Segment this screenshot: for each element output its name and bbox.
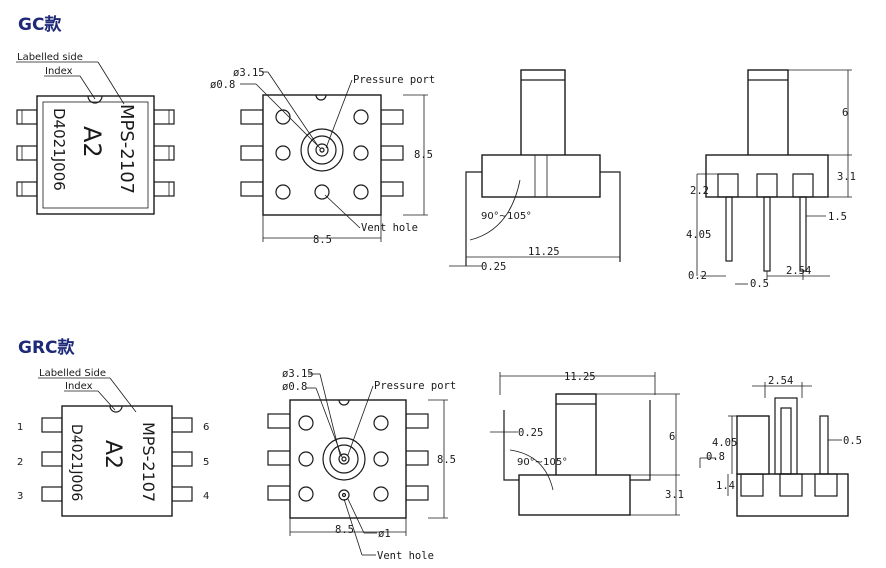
grc-end-body-dim: 1.4 — [716, 480, 735, 492]
grc-labelled-side-label: Labelled Side — [39, 368, 106, 379]
grc-vent-hole-label: Vent hole — [377, 550, 434, 562]
grc-pressure-port-label: Pressure port — [374, 380, 456, 392]
grc-angle-label: 90°~105° — [517, 457, 567, 468]
grc-lead-tip-dim: 0.8 — [706, 451, 725, 463]
gc-labelled-side-label: Labelled side — [17, 52, 83, 63]
gc-end-height-dim: 6 — [842, 107, 848, 119]
gc-lead-tip-dim: 0.2 — [688, 270, 707, 282]
gc-index-label: Index — [45, 66, 73, 77]
gc-vent-hole-label: Vent hole — [361, 222, 418, 234]
grc-end-view: 2.54 4.05 0.8 1.4 0.5 — [699, 375, 862, 517]
gc-end-view: 6 3.1 2.2 4.05 0.2 0.5 2.54 1.5 — [686, 69, 856, 290]
gc-pitch-dim: 2.54 — [786, 265, 811, 277]
grc-dia-outer-label: ø3.15 — [282, 368, 314, 380]
grc-side-view: 11.25 0.25 90°~105° 6 3.1 — [490, 371, 684, 516]
gc-pressure-port-label: Pressure port — [353, 74, 435, 86]
section-title-gc: GC款 — [18, 15, 62, 35]
grc-pin-6: 6 — [203, 422, 209, 433]
grc-marking-code: D4021J006 — [68, 424, 84, 501]
gc-port-view: ø3.15 ø0.8 Pressure port Vent hole 8.5 8… — [210, 67, 435, 246]
grc-pin-2: 2 — [17, 457, 23, 468]
section-title-grc: GRC款 — [18, 338, 75, 358]
grc-pin-5: 5 — [203, 457, 209, 468]
gc-lead-ext-dim: 1.5 — [828, 211, 847, 223]
grc-thickness-dim: 0.25 — [518, 427, 543, 439]
grc-lead-len-dim: 4.05 — [712, 437, 737, 449]
gc-angle-label: 90°~105° — [481, 211, 531, 222]
grc-pin-3: 3 — [17, 491, 23, 502]
grc-lead-width-dim: 0.5 — [843, 435, 862, 447]
grc-pin-1: 1 — [17, 422, 23, 433]
grc-marking-grade: A2 — [100, 440, 125, 469]
gc-height-dim: 8.5 — [414, 149, 433, 161]
grc-port-view: ø3.15 ø0.8 Pressure port ø1 Vent hole 8.… — [267, 368, 456, 562]
gc-lead-width-dim: 0.5 — [750, 278, 769, 290]
gc-width-dim: 8.5 — [313, 234, 332, 246]
grc-side-body-dim: 3.1 — [665, 489, 684, 501]
gc-thickness-dim: 0.25 — [481, 261, 506, 273]
gc-marking-code: D4021J006 — [50, 108, 68, 191]
grc-marking-model: MPS-2107 — [139, 422, 158, 502]
gc-dia-inner-label: ø0.8 — [210, 79, 235, 91]
grc-index-label: Index — [65, 381, 93, 392]
gc-length-dim: 11.25 — [528, 246, 560, 258]
gc-dia-outer-label: ø3.15 — [233, 67, 265, 79]
gc-marking-grade: A2 — [78, 126, 106, 158]
grc-vent-dia-label: ø1 — [378, 528, 391, 540]
grc-height-dim: 8.5 — [437, 454, 456, 466]
grc-length-dim: 11.25 — [564, 371, 596, 383]
grc-dia-inner-label: ø0.8 — [282, 381, 307, 393]
gc-lead-top-dim: 2.2 — [690, 185, 709, 197]
gc-end-body-dim: 3.1 — [837, 171, 856, 183]
grc-side-height-dim: 6 — [669, 431, 675, 443]
grc-label-view: Labelled Side Index MPS-2107 A2 D4021J00… — [17, 368, 209, 517]
gc-label-view: Labelled side Index MPS-2107 A2 D4021J00… — [16, 52, 175, 215]
gc-side-view: 90°~105° 11.25 0.25 — [449, 69, 621, 273]
gc-lead-len-dim: 4.05 — [686, 229, 711, 241]
grc-pitch-dim: 2.54 — [768, 375, 793, 387]
grc-width-dim: 8.5 — [335, 524, 354, 536]
gc-marking-model: MPS-2107 — [116, 104, 137, 194]
grc-pin-4: 4 — [203, 491, 209, 502]
